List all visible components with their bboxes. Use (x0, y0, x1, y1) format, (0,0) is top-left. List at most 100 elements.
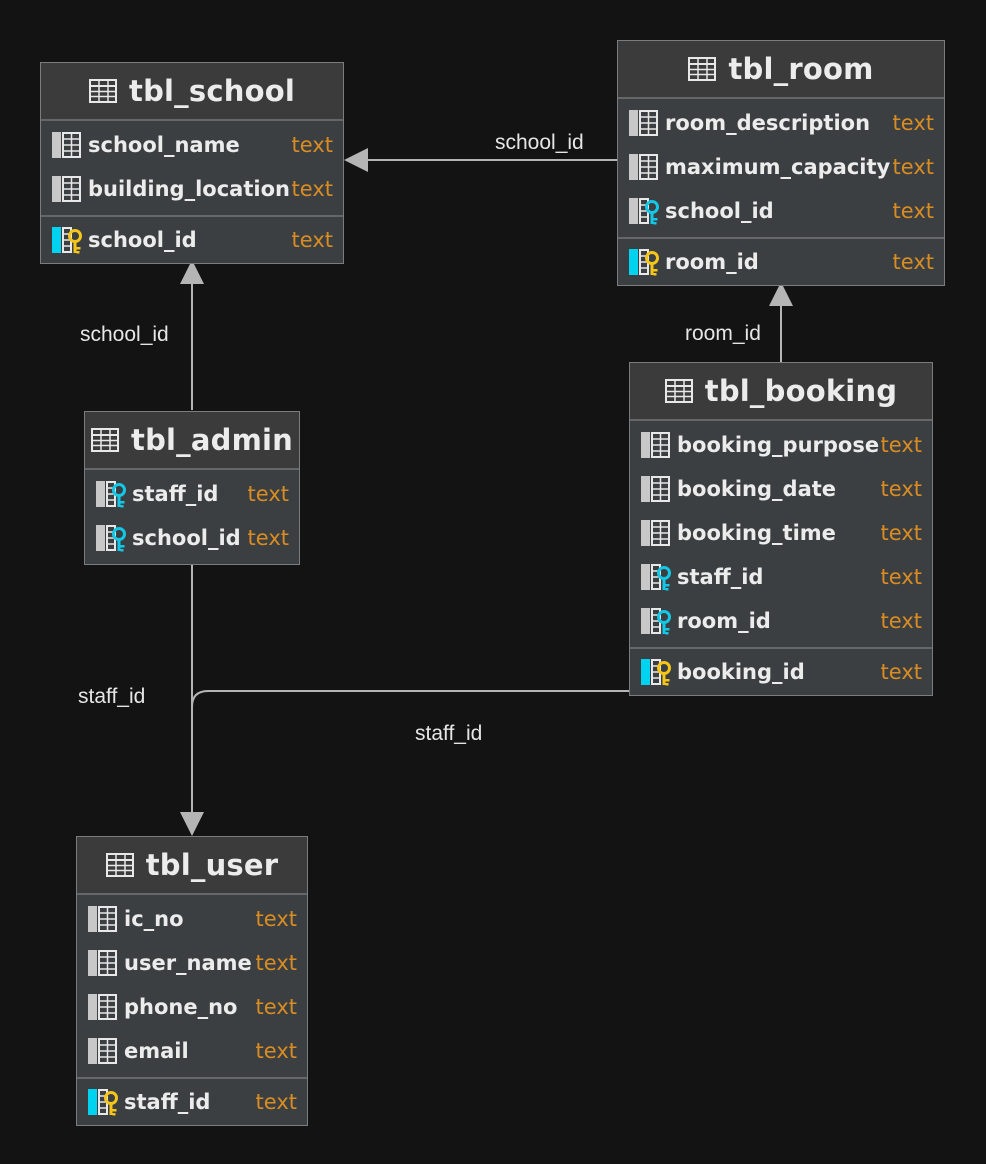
relation-label-room-school: school_id (495, 131, 584, 154)
table-title: tbl_school (129, 74, 295, 108)
column-name: room_description (665, 111, 871, 135)
column-icon (629, 154, 658, 180)
column-name: booking_time (677, 521, 836, 545)
table-header: tbl_room (618, 41, 944, 99)
column-type: text (255, 951, 297, 975)
column-type: text (880, 660, 922, 684)
table-title: tbl_room (728, 52, 874, 86)
column-icon (52, 176, 81, 202)
column-type: text (255, 907, 297, 931)
relation-booking-user-line (191, 690, 630, 812)
table-title: tbl_user (145, 848, 279, 882)
table-header: tbl_school (41, 63, 343, 121)
relation-to-user-arrow (180, 812, 204, 836)
table-header: tbl_admin (85, 412, 299, 470)
table-title: tbl_admin (131, 423, 293, 457)
column-icon (52, 132, 81, 158)
column-icon (629, 110, 658, 136)
column-type: text (892, 199, 934, 223)
primary-key-icon (629, 249, 659, 276)
column-type: text (255, 1039, 297, 1063)
column-type: text (255, 1090, 297, 1114)
column-icon (641, 476, 670, 502)
table-icon (664, 379, 693, 403)
foreign-key-icon (629, 198, 659, 225)
table-title: tbl_booking (704, 374, 898, 408)
column-name: room_id (677, 609, 771, 633)
column-icon (641, 432, 670, 458)
column-icon (88, 1038, 117, 1064)
column-row-phone-no[interactable]: phone_no text (77, 985, 307, 1029)
column-row-booking-date[interactable]: booking_date text (630, 467, 932, 511)
column-name: user_name (124, 951, 252, 975)
column-type: text (291, 177, 333, 201)
column-type: text (291, 133, 333, 157)
column-row-school-name[interactable]: school_name text (41, 123, 343, 167)
column-name: school_name (88, 133, 240, 157)
column-row-school-id[interactable]: school_id text (41, 218, 343, 262)
column-name: booking_purpose (677, 433, 880, 457)
column-row-email[interactable]: email text (77, 1029, 307, 1073)
column-icon (88, 906, 117, 932)
column-name: school_id (665, 199, 774, 223)
column-name: staff_id (677, 565, 764, 589)
column-name: booking_date (677, 477, 837, 501)
table-icon (89, 79, 118, 103)
column-icon (88, 950, 117, 976)
column-name: booking_id (677, 660, 805, 684)
column-type: text (247, 526, 289, 550)
relation-room-school-arrow (344, 148, 368, 172)
column-type: text (880, 477, 922, 501)
column-type: text (880, 521, 922, 545)
relation-label-admin-user: staff_id (78, 685, 146, 708)
foreign-key-icon (96, 525, 126, 552)
column-row-booking-time[interactable]: booking_time text (630, 511, 932, 555)
primary-key-icon (88, 1089, 118, 1116)
column-name: ic_no (124, 907, 184, 931)
table-icon (91, 428, 119, 452)
column-name: building_location (88, 177, 290, 201)
column-type: text (247, 482, 289, 506)
column-type: text (255, 995, 297, 1019)
column-row-booking-id[interactable]: booking_id text (630, 650, 932, 694)
primary-key-icon (641, 659, 671, 686)
column-name: school_id (132, 526, 241, 550)
relation-admin-school-arrow (180, 260, 204, 284)
column-icon (641, 520, 670, 546)
column-type: text (880, 433, 922, 457)
table-header: tbl_booking (630, 363, 932, 421)
column-name: room_id (665, 250, 759, 274)
column-name: email (124, 1039, 189, 1063)
relation-label-booking-user: staff_id (415, 722, 483, 745)
column-type: text (892, 155, 934, 179)
table-icon (105, 853, 134, 877)
primary-key-icon (52, 227, 82, 254)
foreign-key-icon (641, 608, 671, 635)
column-type: text (291, 228, 333, 252)
column-name: school_id (88, 228, 197, 252)
table-header: tbl_user (77, 837, 307, 895)
column-row-school-id[interactable]: school_id text (618, 189, 944, 233)
table-icon (688, 57, 717, 81)
column-icon (88, 994, 117, 1020)
foreign-key-icon (96, 481, 126, 508)
column-name: phone_no (124, 995, 238, 1019)
column-row-ic-no[interactable]: ic_no text (77, 897, 307, 941)
